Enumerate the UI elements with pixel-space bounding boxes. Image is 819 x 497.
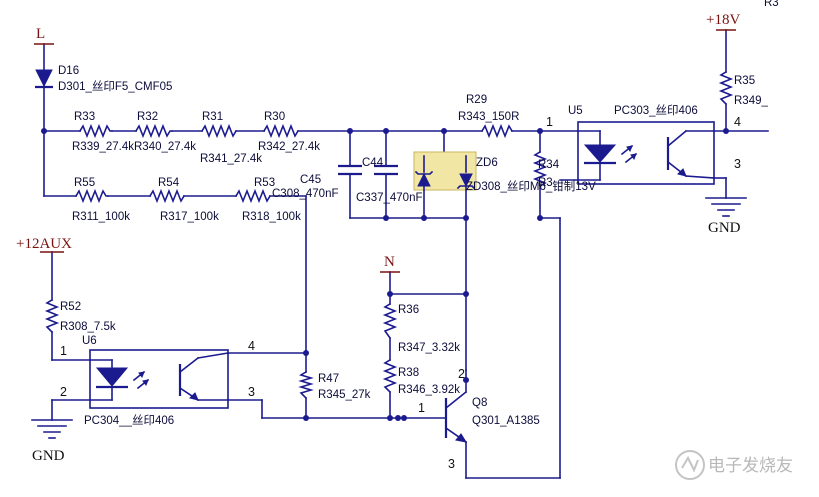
u5-value: PC303_丝印406 xyxy=(614,104,698,117)
q8-emitter-arrow xyxy=(455,433,468,443)
c44-ref: C44 xyxy=(362,157,384,169)
c45-value: C308_470nF xyxy=(272,188,339,200)
r38-value: R346_3.92k xyxy=(398,384,460,396)
net-label-l: L xyxy=(36,26,45,42)
capacitor-symbols xyxy=(338,164,398,176)
r38-ref: R38 xyxy=(398,367,419,379)
r29-value: R343_150R xyxy=(458,111,519,123)
u6-pin-2: 2 xyxy=(60,385,67,399)
zd6-value: ZD308_丝印M6_钳制13V xyxy=(466,180,596,193)
r32-value: R340_27.4k xyxy=(134,141,196,153)
r47-value: R345_27k xyxy=(318,389,371,401)
r31-ref: R31 xyxy=(202,111,223,123)
q8-pin-3: 3 xyxy=(448,457,455,471)
c44-value: C337_470nF xyxy=(356,192,423,204)
q8-value: Q301_A1385 xyxy=(472,415,540,427)
gnd-label-left: GND xyxy=(32,448,65,464)
r31-value: R341_27.4k xyxy=(200,153,262,165)
q8-ref: Q8 xyxy=(472,397,487,409)
wires xyxy=(43,29,769,479)
r36-value: R347_3.32k xyxy=(398,342,460,354)
u5-pin-4: 4 xyxy=(734,115,741,129)
u5-optocoupler xyxy=(577,121,715,185)
r52-ref: R52 xyxy=(60,301,81,313)
gnd-label-right: GND xyxy=(708,220,741,236)
net-label-18v: +18V xyxy=(706,12,740,28)
q8-pin-2: 2 xyxy=(458,367,465,381)
r54-value: R317_100k xyxy=(160,211,219,223)
c45-ref: C45 xyxy=(300,174,321,186)
r53-ref: R53 xyxy=(254,177,275,189)
r33-ref: R33 xyxy=(74,111,95,123)
watermark-logo: 电子发烧友 xyxy=(675,450,793,480)
corner-fragment-label: R3 xyxy=(764,0,779,9)
zd6-ref: ZD6 xyxy=(476,157,498,169)
d16-value: D301_丝印F5_CMF05 xyxy=(58,80,172,93)
d16-ref: D16 xyxy=(58,65,79,77)
u6-ref: U6 xyxy=(82,335,97,347)
r30-value: R342_27.4k xyxy=(258,141,320,153)
ground-symbols xyxy=(31,197,747,439)
power-symbols xyxy=(34,29,736,273)
net-label-n: N xyxy=(384,254,395,270)
r35-ref: R35 xyxy=(734,75,755,87)
r29-ref: R29 xyxy=(466,94,487,106)
resistor-symbols xyxy=(44,70,734,400)
zd6-zener-pair xyxy=(413,151,477,191)
u6-pin-1: 1 xyxy=(60,344,67,358)
r33-value: R339_27.4k xyxy=(72,141,134,153)
watermark-text: 电子发烧友 xyxy=(708,456,793,476)
q8-pin-1: 1 xyxy=(418,401,425,415)
d16-diode-symbol xyxy=(35,69,53,89)
r32-ref: R32 xyxy=(137,111,158,123)
r55-ref: R55 xyxy=(74,177,95,189)
r53-value: R318_100k xyxy=(242,211,301,223)
u6-value: PC304__丝印406 xyxy=(84,414,174,427)
u5-pin-3: 3 xyxy=(734,157,741,171)
r54-ref: R54 xyxy=(158,177,180,189)
r47-ref: R47 xyxy=(318,373,339,385)
r30-ref: R30 xyxy=(264,111,285,123)
net-label-12aux: +12AUX xyxy=(16,236,72,252)
r34-value: R3 xyxy=(538,177,553,189)
u5-pin-1: 1 xyxy=(546,115,553,129)
u6-pin-4: 4 xyxy=(248,339,255,353)
junction-dots xyxy=(41,128,729,421)
u6-pin-3: 3 xyxy=(248,385,255,399)
u6-optocoupler xyxy=(89,349,229,409)
r35-value: R349_ xyxy=(734,95,768,107)
u5-ref: U5 xyxy=(568,105,583,117)
r34-ref: R34 xyxy=(538,159,560,171)
r36-ref: R36 xyxy=(398,304,419,316)
r55-value: R311_100k xyxy=(72,211,130,223)
r52-value: R308_7.5k xyxy=(60,321,116,333)
